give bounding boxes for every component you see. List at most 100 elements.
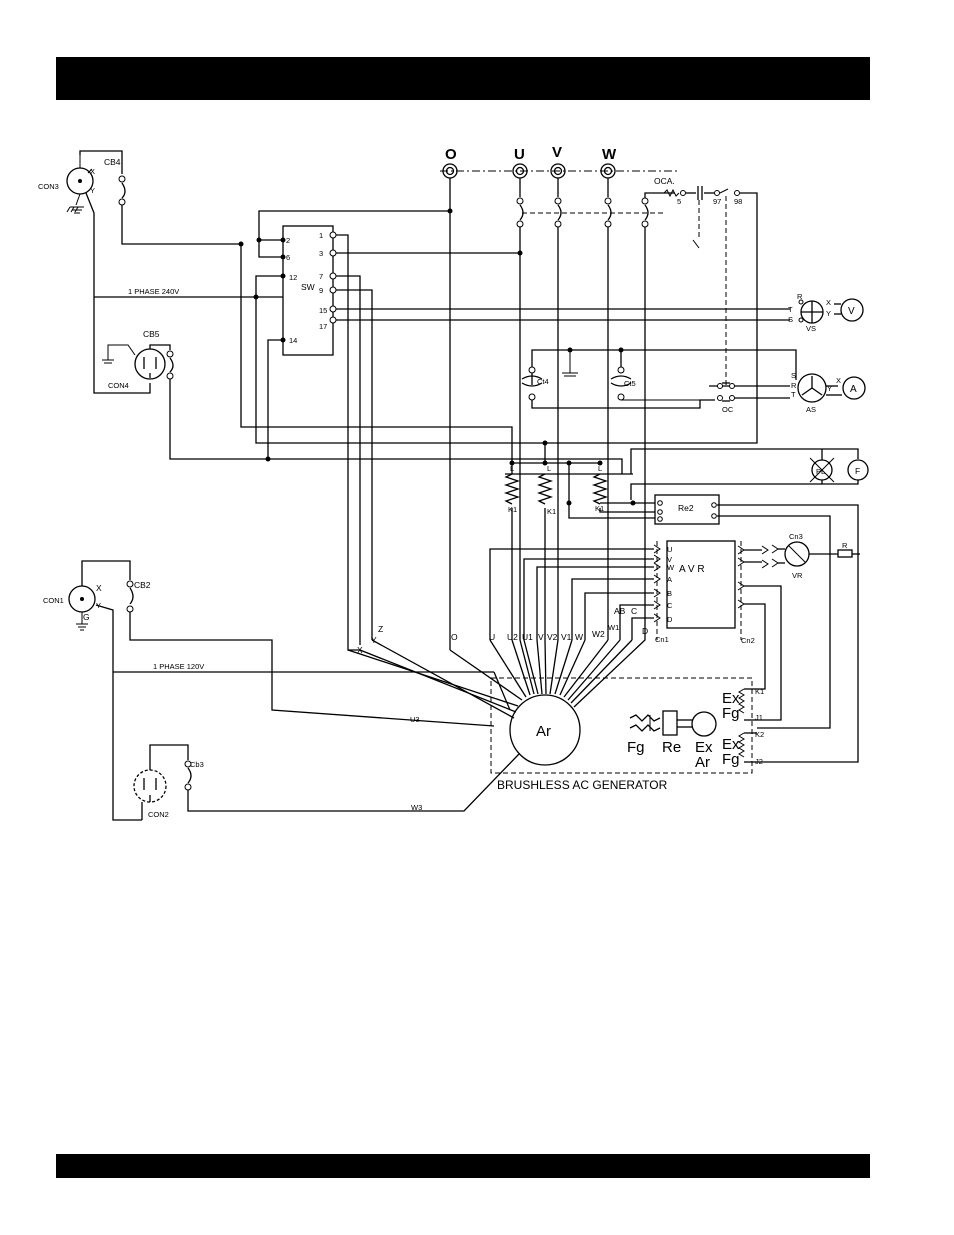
svg-text:O: O (451, 632, 458, 642)
svg-text:J2: J2 (755, 757, 763, 766)
con1-g-label: G (83, 612, 90, 622)
pl-label: PL (816, 467, 825, 476)
svg-text:L: L (510, 464, 514, 473)
con1-receptacle (68, 585, 96, 631)
voltmeter (840, 298, 864, 322)
svg-text:Fg: Fg (722, 705, 740, 722)
svg-text:D: D (667, 615, 673, 624)
con4-label: CON4 (108, 381, 129, 390)
svg-text:Ar: Ar (695, 754, 710, 771)
svg-text:17: 17 (319, 322, 327, 331)
svg-text:U: U (489, 632, 495, 642)
svg-text:6: 6 (286, 253, 290, 262)
resistor-r (837, 549, 853, 558)
svg-text:Ex: Ex (722, 736, 740, 753)
svg-text:U1: U1 (522, 632, 533, 642)
svg-text:Y: Y (826, 309, 831, 318)
u3-label: U3 (410, 715, 420, 724)
svg-text:A: A (667, 575, 672, 584)
con3-receptacle (66, 155, 94, 214)
con1-label: CON1 (43, 596, 64, 605)
svg-text:Fg: Fg (722, 751, 740, 768)
svg-text:7: 7 (319, 272, 323, 281)
vr-label: VR (792, 571, 803, 580)
svg-text:V1: V1 (561, 632, 572, 642)
avr-module (666, 540, 736, 629)
svg-text:98: 98 (734, 197, 742, 206)
svg-text:K1: K1 (547, 507, 556, 516)
cb3-label: Cb3 (190, 760, 204, 769)
svg-text:U2: U2 (507, 632, 518, 642)
svg-text:14: 14 (289, 336, 297, 345)
terminal-u-label: U (514, 146, 525, 163)
svg-text:C: C (667, 601, 673, 610)
svg-text:V: V (538, 632, 544, 642)
con4-receptacle (102, 344, 166, 380)
svg-text:W: W (667, 563, 675, 572)
cb4-label: CB4 (104, 157, 121, 167)
frequency-meter-label: F (855, 466, 860, 476)
svg-text:T: T (788, 305, 793, 314)
svg-text:1: 1 (319, 231, 323, 240)
footer-bar (56, 1154, 870, 1178)
svg-text:Y: Y (827, 384, 832, 393)
svg-text:3: 3 (319, 249, 323, 258)
svg-text:12: 12 (289, 273, 297, 282)
svg-text:Y: Y (371, 635, 377, 645)
terminal-w-label: W (602, 146, 617, 163)
avr-label: A V R (679, 564, 705, 575)
svg-text:Z: Z (378, 624, 383, 634)
cn3-label: Cn3 (789, 532, 803, 541)
fg-label: Fg (627, 739, 645, 756)
con2-label: CON2 (148, 810, 169, 819)
resistor-label: R (842, 541, 848, 550)
svg-text:X: X (826, 298, 831, 307)
ammeter-label: A (850, 384, 857, 395)
svg-text:K2: K2 (755, 730, 764, 739)
svg-text:W: W (575, 632, 583, 642)
cb5-label: CB5 (143, 329, 160, 339)
w3-label: W3 (411, 803, 422, 812)
svg-text:U: U (667, 545, 672, 554)
relay-re2 (654, 494, 720, 525)
svg-text:Ex: Ex (722, 690, 740, 707)
con3-y-label: Y (90, 186, 95, 195)
armature-label: Ar (536, 723, 551, 740)
re2-label: Re2 (678, 503, 694, 513)
svg-text:W1: W1 (608, 623, 619, 632)
re-label: Re (662, 739, 681, 756)
header-bar (56, 57, 870, 100)
svg-text:L: L (547, 464, 551, 473)
svg-text:9: 9 (319, 286, 323, 295)
svg-text:S: S (791, 371, 796, 380)
ammeter-switch (797, 373, 827, 403)
svg-text:X: X (357, 645, 363, 655)
svg-text:AB: AB (614, 606, 626, 616)
svg-text:97: 97 (713, 197, 721, 206)
con1-x-label: X (96, 583, 102, 593)
svg-text:W2: W2 (592, 629, 605, 639)
selector-switch (282, 225, 334, 356)
brushless-generator-label: BRUSHLESS AC GENERATOR (497, 778, 668, 792)
sw-label: SW (301, 282, 315, 292)
svg-text:5: 5 (677, 197, 681, 206)
svg-text:Ex: Ex (695, 739, 713, 756)
cn2-label: Cn2 (741, 636, 755, 645)
cb2-label: CB2 (134, 580, 151, 590)
phase120-label: 1 PHASE 120V (153, 662, 204, 671)
svg-text:2: 2 (286, 236, 290, 245)
svg-text:T: T (791, 390, 796, 399)
rectifier (662, 710, 678, 736)
exciter-armature (691, 711, 717, 737)
svg-text:R: R (791, 381, 797, 390)
svg-text:B: B (667, 589, 672, 598)
armature (509, 694, 581, 766)
svg-text:D: D (642, 626, 648, 636)
svg-text:J1: J1 (755, 713, 763, 722)
svg-text:V2: V2 (547, 632, 558, 642)
brushless-generator-box (490, 677, 753, 774)
ct4-label: Ct4 (537, 377, 549, 386)
voltmeter-label: V (848, 306, 855, 317)
con2-receptacle (133, 769, 167, 803)
